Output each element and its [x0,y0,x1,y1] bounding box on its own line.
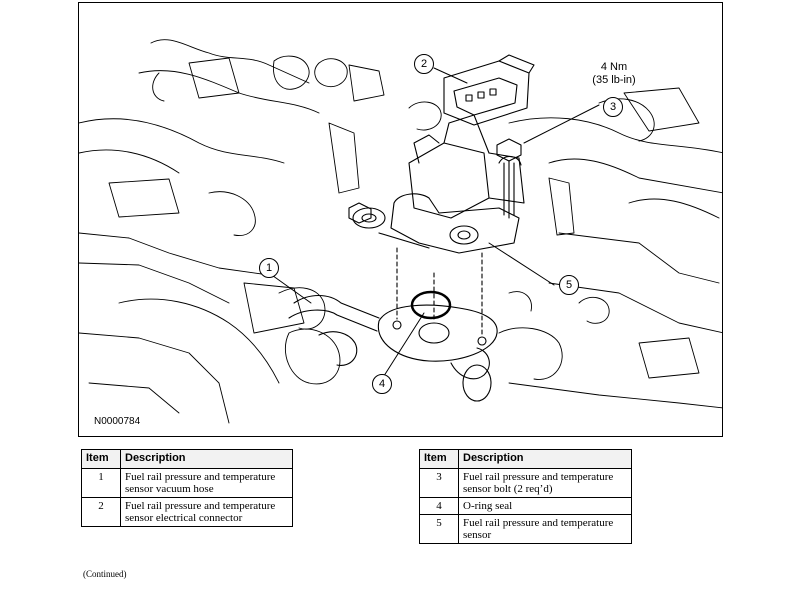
item-column-header: Item [419,449,459,469]
electrical-connector-drawing [443,54,535,126]
callout-2: 2 [414,54,434,74]
background-engine-parts [79,39,442,424]
description-column-header: Description [120,449,293,469]
item-description: Fuel rail pressure and temperature senso… [458,514,632,544]
leader-lines [268,67,600,380]
item-number: 3 [419,468,459,498]
o-ring-highlight [410,290,452,320]
legend-table-right: Item Description 3 Fuel rail pressure an… [419,449,632,544]
item-description: Fuel rail pressure and temperature senso… [120,497,293,527]
diagram-figure: 1 2 3 4 5 4 Nm (35 lb-in) N0000784 [78,2,723,437]
callout-5: 5 [559,275,579,295]
torque-spec: 4 Nm (35 lb-in) [581,61,647,87]
mounting-pad-drawing [377,247,498,402]
callout-4: 4 [372,374,392,394]
callout-1: 1 [259,258,279,278]
table-row: 3 Fuel rail pressure and temperature sen… [419,468,632,498]
item-description: Fuel rail pressure and temperature senso… [120,468,293,498]
callout-3: 3 [603,97,623,117]
table-header-row: Item Description [81,449,293,469]
table-row: 5 Fuel rail pressure and temperature sen… [419,514,632,544]
continued-note: (Continued) [83,569,127,579]
table-row: 2 Fuel rail pressure and temperature sen… [81,497,293,527]
table-row: 4 O-ring seal [419,497,632,515]
item-number: 1 [81,468,121,498]
pressure-sensor-drawing [352,114,525,254]
description-column-header: Description [458,449,632,469]
torque-spec-imperial: (35 lb-in) [592,74,636,86]
item-number: 2 [81,497,121,527]
item-description: Fuel rail pressure and temperature senso… [458,468,632,498]
background-right-parts [498,87,722,409]
bolt-drawing [348,138,522,224]
vacuum-hose-drawing [288,294,380,366]
item-number: 5 [419,514,459,544]
torque-spec-metric: 4 Nm [600,61,628,73]
item-number: 4 [419,497,459,515]
item-description: O-ring seal [458,497,632,515]
engine-line-drawing [79,39,722,424]
table-header-row: Item Description [419,449,632,469]
legend-table-left: Item Description 1 Fuel rail pressure an… [81,449,293,527]
table-row: 1 Fuel rail pressure and temperature sen… [81,468,293,498]
item-column-header: Item [81,449,121,469]
figure-id: N0000784 [94,416,141,427]
